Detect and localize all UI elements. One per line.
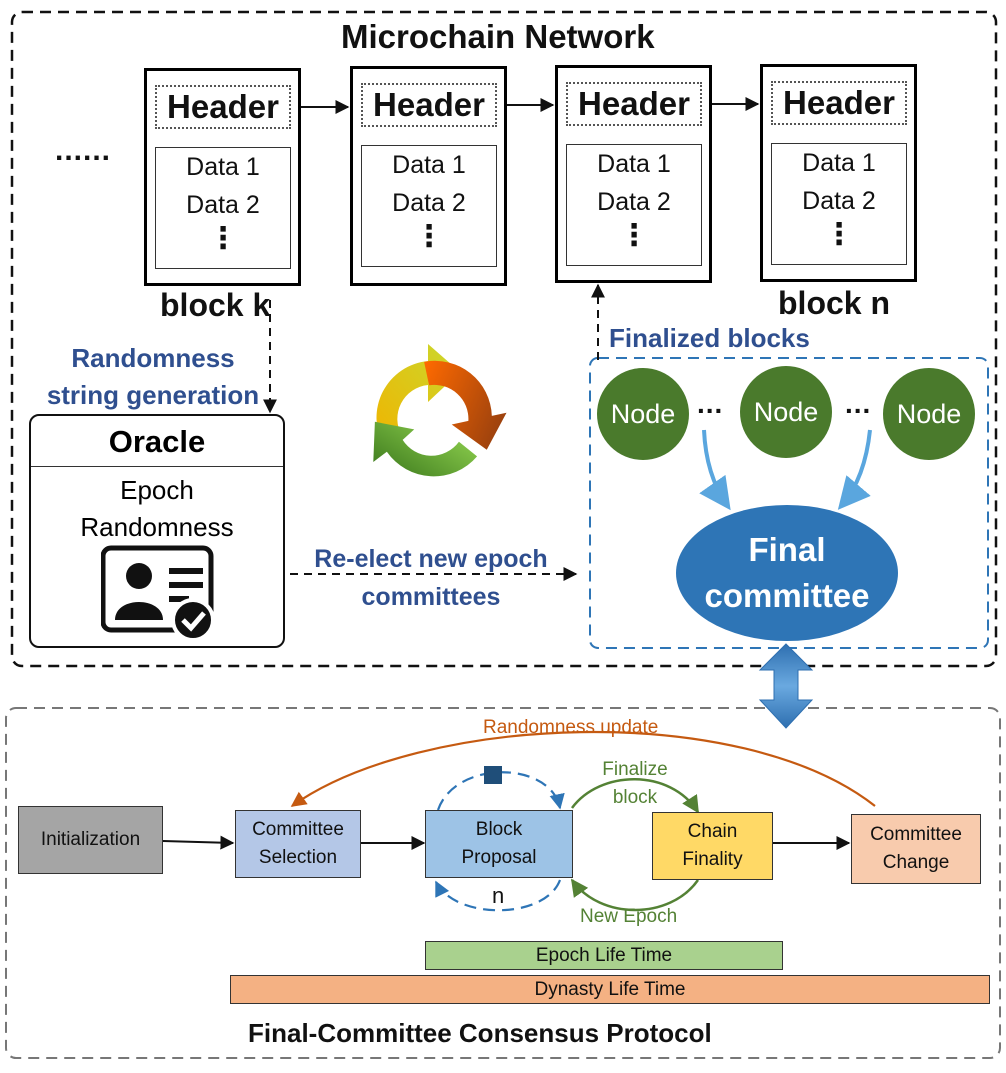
id-card-check-icon <box>101 545 215 642</box>
step-line: Chain <box>687 821 738 842</box>
block-header: Header <box>771 81 907 125</box>
more-dots: ⋮ <box>414 220 444 253</box>
block-n-label: block n <box>778 285 891 321</box>
block-data-line: Data 1 <box>392 151 466 179</box>
committee-line: committee <box>704 577 870 614</box>
randomness-update-label: Randomness update <box>483 717 659 738</box>
block-header: Header <box>155 85 291 129</box>
epoch-life-time-bar: Epoch Life Time <box>425 941 783 970</box>
block-data-line: Data 1 <box>597 150 671 178</box>
more-dots: ⋮ <box>619 219 649 252</box>
label-line: string generation <box>46 380 260 410</box>
leading-dots: ...... <box>55 134 112 167</box>
finalize-block-label: Finalize block <box>596 756 674 812</box>
node-ellipsis: ... <box>697 388 724 419</box>
block-header: Header <box>566 82 702 126</box>
block-k-label: block k <box>160 287 271 323</box>
step-line: Finality <box>682 849 743 870</box>
step-committee-change: Committee Change <box>851 814 981 884</box>
protocol-title: Final-Committee Consensus Protocol <box>248 1018 712 1048</box>
oracle-box: Oracle Epoch Randomness <box>29 414 285 648</box>
network-title: Microchain Network <box>341 18 655 55</box>
committee-line: Final <box>748 531 826 568</box>
step-committee-selection: Committee Selection <box>235 810 361 878</box>
chain-block: Header Data 1 Data 2 ⋮ <box>555 65 712 283</box>
label-line: Randomness <box>71 343 235 373</box>
label-line: Re-elect new epoch <box>314 545 548 573</box>
block-data: Data 1 Data 2 ⋮ <box>566 144 702 266</box>
step-line: Committee <box>870 824 962 845</box>
chain-block-n: Header Data 1 Data 2 ⋮ <box>760 64 917 282</box>
step-line: Block <box>475 819 523 840</box>
new-epoch-label: New Epoch <box>580 906 678 927</box>
block-data: Data 1 Data 2 ⋮ <box>155 147 291 269</box>
randomness-generation-label: Randomness string generation <box>36 340 270 414</box>
more-dots: ⋮ <box>824 218 854 251</box>
block-data-line: Data 1 <box>802 149 876 177</box>
label-line: Finalize <box>602 759 668 780</box>
oracle-lines: Epoch Randomness <box>31 472 283 546</box>
dynasty-life-time-bar: Dynasty Life Time <box>230 975 990 1004</box>
oracle-line: Randomness <box>80 512 234 542</box>
step-line: Change <box>882 852 950 873</box>
step-initialization: Initialization <box>18 806 163 874</box>
node-circle: Node <box>883 368 975 460</box>
block-data: Data 1 Data 2 ⋮ <box>771 143 907 265</box>
block-header: Header <box>361 83 497 127</box>
node-circle: Node <box>597 368 689 460</box>
more-dots: ⋮ <box>208 222 238 255</box>
oracle-line: Epoch <box>120 475 194 505</box>
label-line: committees <box>361 583 501 611</box>
reelect-label: Re-elect new epoch committees <box>296 540 566 616</box>
chain-block-k: Header Data 1 Data 2 ⋮ <box>144 68 301 286</box>
step-line: Selection <box>258 847 338 868</box>
node-circle: Node <box>740 366 832 458</box>
oracle-title: Oracle <box>31 416 283 467</box>
step-block-proposal: Block Proposal <box>425 810 573 878</box>
block-data-line: Data 1 <box>186 153 260 181</box>
step-line: Proposal <box>461 847 537 868</box>
loop-count-label: n <box>492 883 505 908</box>
node-ellipsis: ... <box>845 388 872 419</box>
finalized-blocks-label: Finalized blocks <box>609 323 810 353</box>
label-line: block <box>612 787 658 808</box>
chain-block: Header Data 1 Data 2 ⋮ <box>350 66 507 286</box>
block-square-icon <box>484 766 502 784</box>
block-data-line: Data 2 <box>186 191 260 219</box>
block-data-line: Data 2 <box>597 188 671 216</box>
cycle-icon <box>373 344 507 477</box>
final-committee: Final committee <box>676 505 898 641</box>
step-chain-finality: Chain Finality <box>652 812 773 880</box>
block-data-line: Data 2 <box>802 187 876 215</box>
step-line: Committee <box>252 819 344 840</box>
bidirectional-arrow-icon <box>758 643 814 729</box>
block-data-line: Data 2 <box>392 189 466 217</box>
block-data: Data 1 Data 2 ⋮ <box>361 145 497 267</box>
